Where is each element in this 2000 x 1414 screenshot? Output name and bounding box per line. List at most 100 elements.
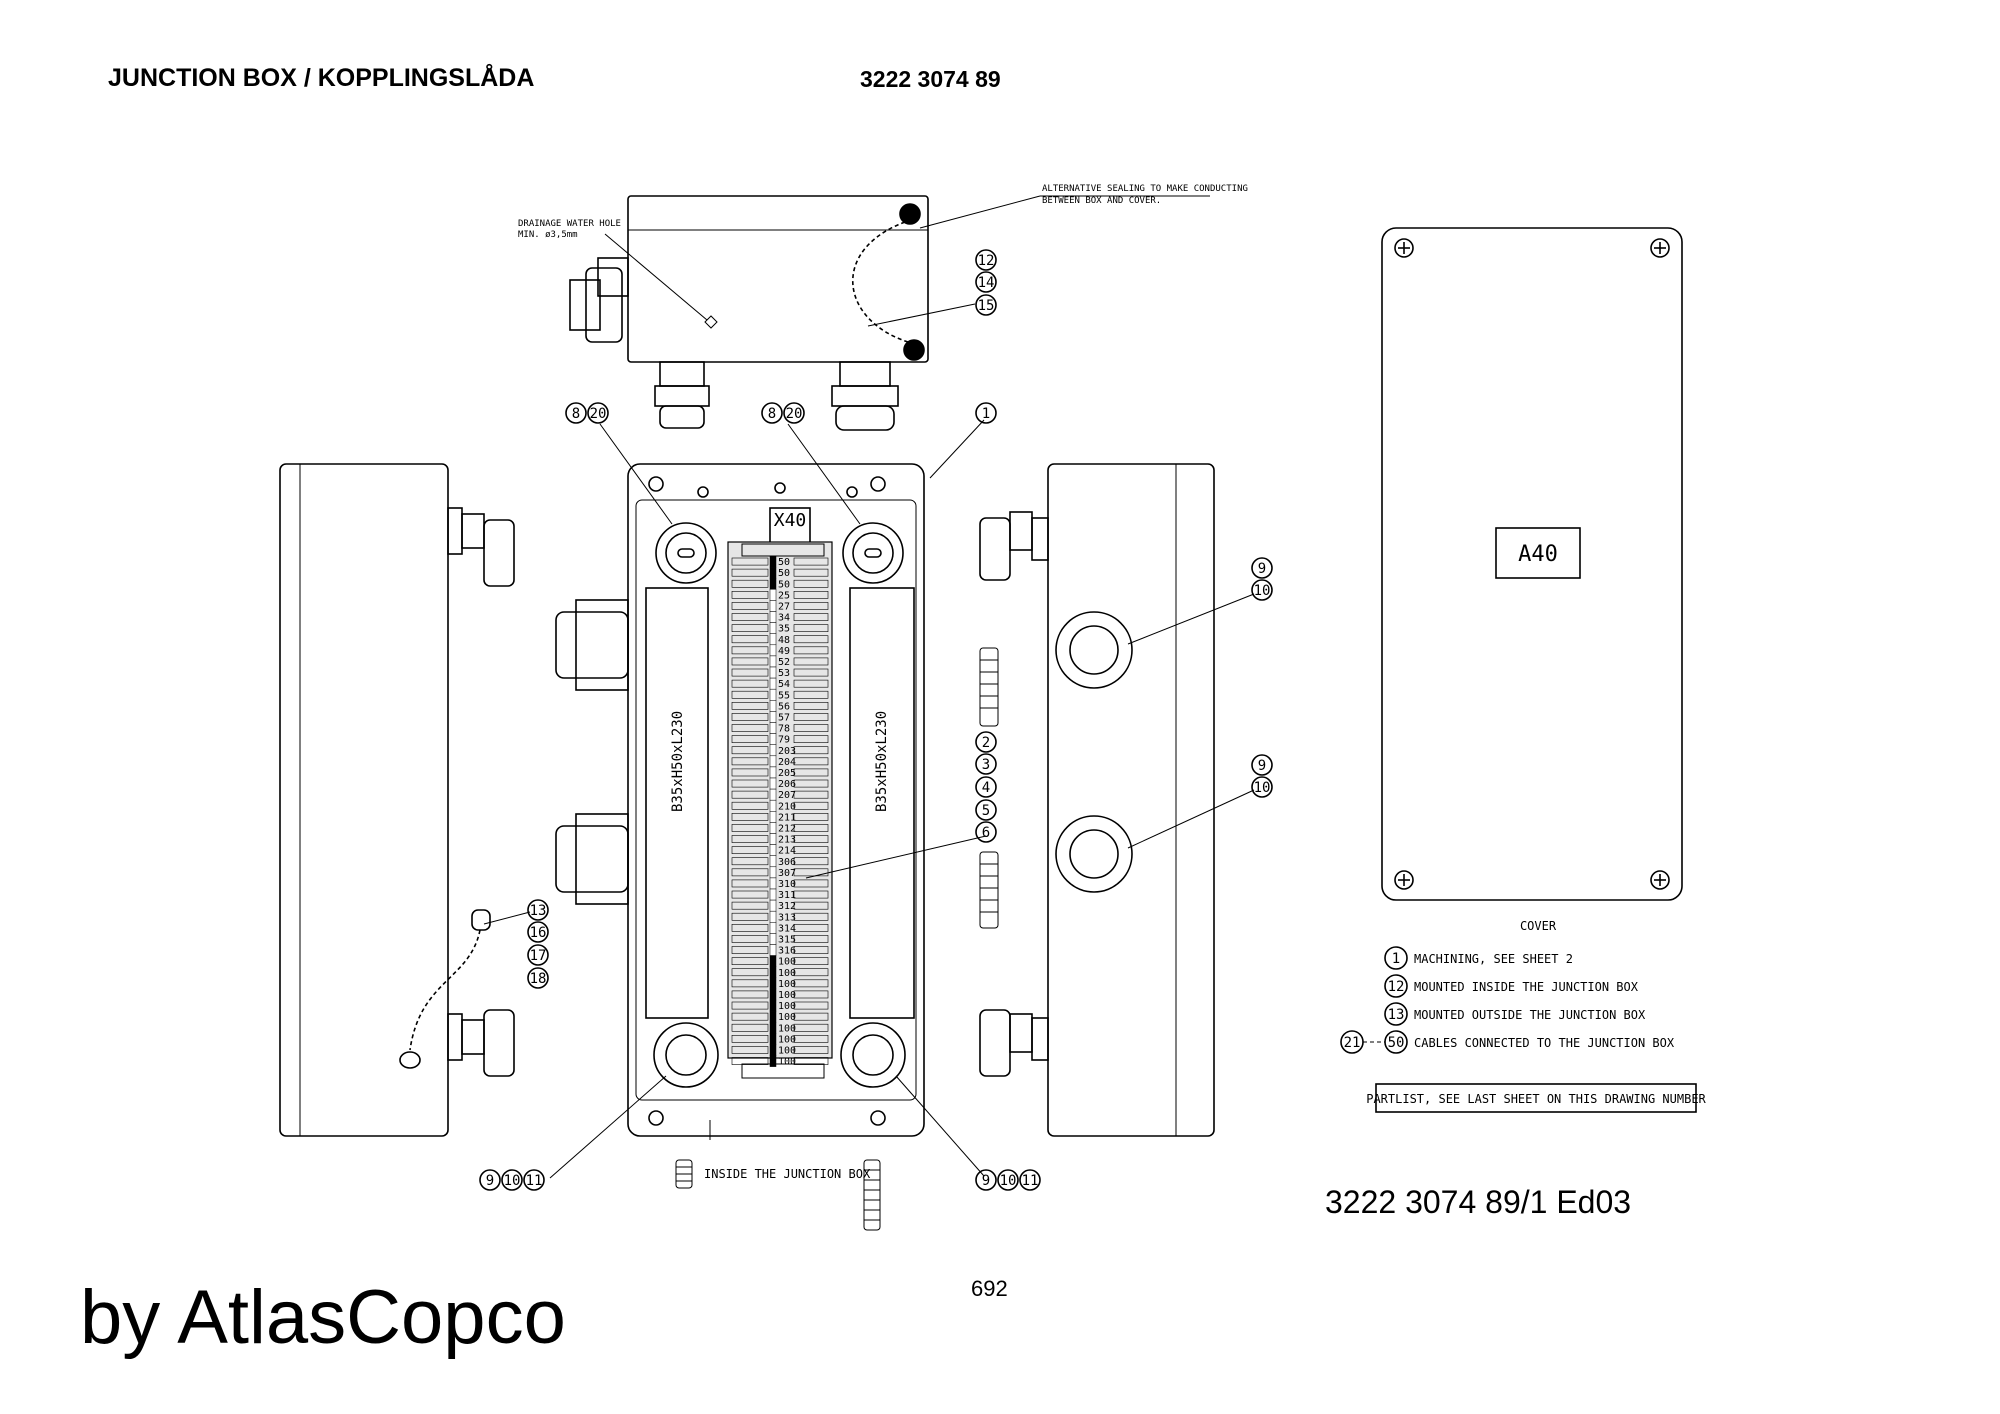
balloon-4: 4 <box>982 780 990 796</box>
terminal-number: 206 <box>778 779 796 790</box>
terminal-row: 100 <box>731 1033 829 1045</box>
cable-stacks <box>675 647 999 1231</box>
terminal-row: 100 <box>731 955 829 968</box>
balloon-16: 16 <box>530 925 547 941</box>
terminal-number: 49 <box>778 646 790 657</box>
balloon-5: 5 <box>982 803 990 819</box>
terminal-row: 100 <box>731 1021 829 1034</box>
terminal-number: 78 <box>778 724 790 735</box>
terminal-row: 310 <box>731 877 829 890</box>
balloon-13: 13 <box>530 903 547 919</box>
terminal-row: 48 <box>731 633 829 646</box>
terminal-number: 56 <box>778 701 790 712</box>
legend-num-12: 12 <box>1388 979 1405 995</box>
drawing-number: 3222 3074 89 <box>860 66 1001 92</box>
balloon-8-right: 8 <box>768 406 776 422</box>
terminal-row: 25 <box>731 589 829 601</box>
page-number: 692 <box>971 1276 1008 1301</box>
balloon-group-top-right: 12 14 15 <box>975 249 997 316</box>
legend-text-12: MOUNTED INSIDE THE JUNCTION BOX <box>1414 980 1639 994</box>
drawing-reference: 3222 3074 89/1 Ed03 <box>1325 1184 1632 1220</box>
balloon-group-ground: 13 16 17 18 <box>527 899 549 989</box>
balloon-group-bottom-left: 9 10 11 <box>479 1169 545 1191</box>
terminal-row: 207 <box>731 788 829 801</box>
legend-num-21: 21 <box>1344 1035 1361 1051</box>
balloon-box: 1 <box>975 402 997 424</box>
balloon-2: 2 <box>982 735 990 751</box>
terminal-row: 27 <box>731 600 829 613</box>
terminal-number: 100 <box>778 1057 796 1068</box>
terminal-number: 100 <box>778 1012 796 1023</box>
legend-text-50: CABLES CONNECTED TO THE JUNCTION BOX <box>1414 1036 1675 1050</box>
terminal-number: 312 <box>778 901 796 912</box>
terminal-row: 100 <box>731 966 829 979</box>
terminal-row: 311 <box>731 888 829 901</box>
balloon-group-side-right-lower: 9 10 <box>1251 754 1273 798</box>
legend-text-13: MOUNTED OUTSIDE THE JUNCTION BOX <box>1414 1008 1646 1022</box>
terminal-number: 306 <box>778 857 796 868</box>
terminal-number: 57 <box>778 713 790 724</box>
terminal-number: 100 <box>778 979 796 990</box>
terminal-number: 212 <box>778 824 796 835</box>
terminal-number: 207 <box>778 790 796 801</box>
terminal-number: 203 <box>778 746 796 757</box>
balloon-10-br: 10 <box>1000 1173 1017 1189</box>
balloon-14: 14 <box>978 275 995 291</box>
terminal-number: 53 <box>778 668 790 679</box>
balloon-15: 15 <box>978 298 995 314</box>
legend-num-1: 1 <box>1392 951 1400 967</box>
terminal-number: 211 <box>778 812 796 823</box>
terminal-number: 210 <box>778 801 796 812</box>
sealing-note-line2: BETWEEN BOX AND COVER. <box>1042 196 1161 206</box>
terminal-number: 48 <box>778 635 790 646</box>
terminal-row: 100 <box>731 988 829 1001</box>
terminal-number: 100 <box>778 1023 796 1034</box>
drainage-note-line1: DRAINAGE WATER HOLE <box>518 219 621 229</box>
terminal-number: 100 <box>778 1046 796 1057</box>
terminal-number: 50 <box>778 557 790 568</box>
legend-text-1: MACHINING, SEE SHEET 2 <box>1414 952 1573 966</box>
terminal-row: 307 <box>731 866 829 879</box>
terminal-number: 314 <box>778 923 796 934</box>
balloon-group-right-gland: 8 20 <box>761 402 805 424</box>
partlist-box: PARTLIST, SEE LAST SHEET ON THIS DRAWING… <box>1366 1083 1707 1113</box>
balloon-group-left-gland: 8 20 <box>565 402 609 424</box>
sealing-note-line1: ALTERNATIVE SEALING TO MAKE CONDUCTING <box>1042 184 1248 194</box>
balloon-9-bl: 9 <box>486 1173 494 1189</box>
brand-text: by AtlasCopco <box>80 1275 566 1360</box>
terminal-row: 100 <box>731 1010 829 1023</box>
terminal-number: 313 <box>778 912 796 923</box>
balloon-6: 6 <box>982 825 990 841</box>
terminal-row: 100 <box>731 1044 829 1057</box>
balloon-9-rl: 9 <box>1258 758 1266 774</box>
balloon-1: 1 <box>982 406 990 422</box>
terminal-row: 312 <box>731 899 829 912</box>
cover-tag: A40 <box>1518 542 1558 567</box>
terminal-number: 100 <box>778 1001 796 1012</box>
terminal-row: 204 <box>731 755 829 768</box>
terminal-row: 50 <box>731 577 829 590</box>
terminal-number: 311 <box>778 890 796 901</box>
terminal-number: 50 <box>778 579 790 590</box>
cover-view: A40 COVER <box>1381 227 1683 933</box>
terminal-row: 100 <box>731 999 829 1012</box>
terminal-number: 25 <box>778 590 790 601</box>
balloon-10-bl: 10 <box>504 1173 521 1189</box>
balloon-group-center: 2 3 4 5 6 <box>975 731 997 843</box>
terminal-number: 34 <box>778 613 790 624</box>
balloon-group-side-right-upper: 9 10 <box>1251 557 1273 601</box>
legend-num-13: 13 <box>1388 1007 1405 1023</box>
balloon-11-br: 11 <box>1022 1173 1039 1189</box>
terminal-number: 50 <box>778 568 790 579</box>
terminal-header: X40 <box>774 510 807 531</box>
left-side-view <box>279 463 629 1137</box>
terminal-row: 78 <box>731 722 829 735</box>
terminal-row: 57 <box>731 711 829 724</box>
terminal-strip: 5050502527343548495253545556577879203204… <box>731 555 829 1068</box>
terminal-number: 100 <box>778 990 796 1001</box>
terminal-row: 49 <box>731 644 829 657</box>
drawing-title: JUNCTION BOX / KOPPLINGSLÅDA <box>108 64 535 92</box>
main-box: B35xH50xL230 B35xH50xL230 X40 5050502527… <box>549 419 987 1179</box>
balloon-9-ru: 9 <box>1258 561 1266 577</box>
